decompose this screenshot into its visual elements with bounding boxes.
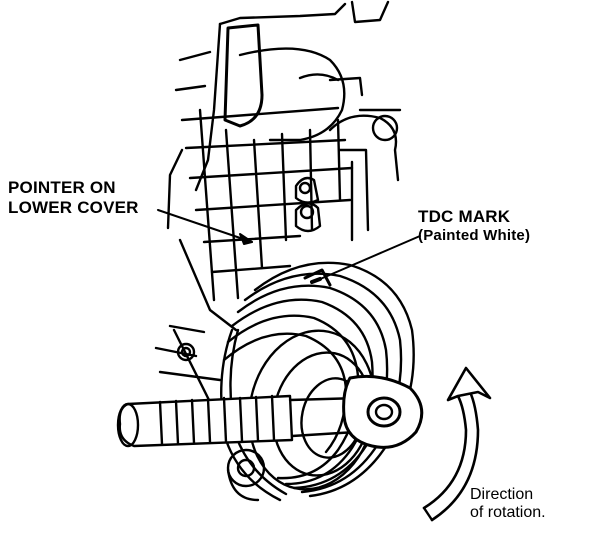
rotation-arrow <box>422 366 492 522</box>
pointer-on-lower-cover-label: POINTER ON LOWER COVER <box>8 178 139 217</box>
tdc-leader-line <box>317 235 421 281</box>
engine-block <box>154 0 402 412</box>
tdc-mark-label: TDC MARK (Painted White) <box>418 207 530 244</box>
leader-lines <box>157 209 421 281</box>
rotation-label-line1: Direction <box>470 486 534 503</box>
pulley-holder-tool <box>116 374 424 502</box>
pointer-label-line2: LOWER COVER <box>8 197 139 217</box>
pointer-label-line1: POINTER ON <box>8 178 116 197</box>
pointer-leader-line <box>157 209 253 243</box>
direction-of-rotation-label: Direction of rotation. <box>470 486 546 523</box>
tdc-label-line2: (Painted White) <box>418 226 531 244</box>
tdc-label-line1: TDC MARK <box>418 207 511 226</box>
rotation-label-line2: of rotation. <box>470 504 546 522</box>
pointer-arrowhead <box>239 233 253 245</box>
